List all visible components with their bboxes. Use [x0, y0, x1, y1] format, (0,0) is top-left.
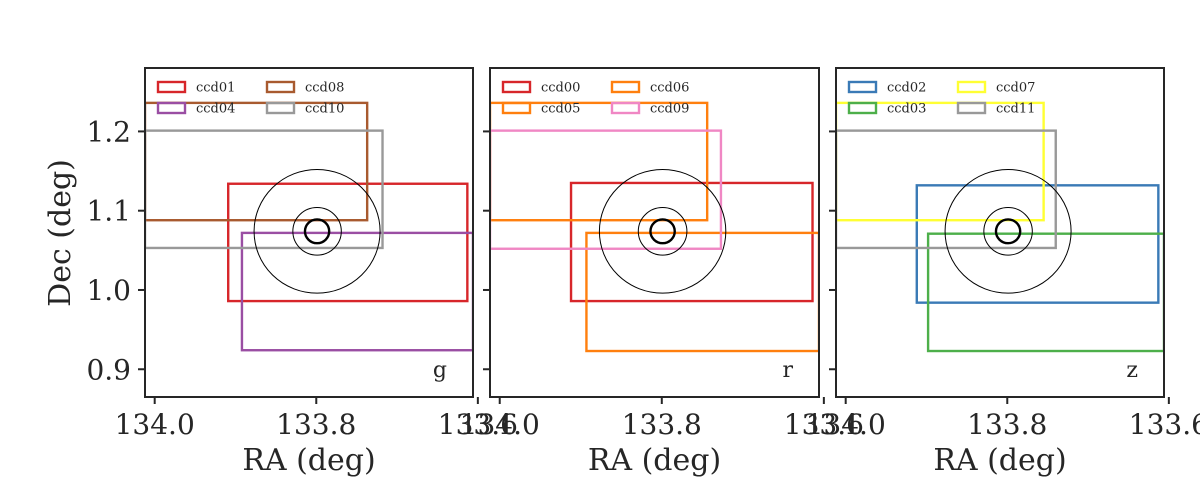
aperture-circle-1 — [983, 207, 1033, 256]
legend-swatch-ccd05 — [501, 101, 532, 115]
x-axis-label: RA (deg) — [588, 443, 721, 478]
ccd-footprint-ccd11 — [836, 129, 1057, 250]
legend-label: ccd00 — [541, 81, 580, 96]
ccd-footprint-ccd00 — [569, 181, 814, 303]
ccd-footprint-ccd04 — [240, 231, 473, 352]
x-tick-label: 133.6 — [1129, 408, 1200, 441]
aperture-circle-0 — [944, 168, 1072, 294]
band-label: g — [433, 358, 447, 383]
aperture-circle-0 — [598, 168, 727, 294]
aperture-circle-2 — [994, 218, 1022, 245]
x-axis-label: RA (deg) — [242, 443, 375, 478]
x-tick-label: 134.0 — [806, 408, 886, 441]
x-tick-label: 133.6 — [438, 408, 518, 441]
legend-label: ccd05 — [541, 102, 580, 117]
plot-area — [145, 101, 473, 352]
legend-swatch-ccd00 — [501, 80, 532, 94]
aperture-circle-1 — [292, 207, 342, 256]
legend-label: ccd04 — [196, 102, 235, 117]
legend-label: ccd01 — [196, 81, 235, 96]
panel-frame — [144, 67, 474, 398]
legend-swatch-ccd03 — [847, 101, 878, 115]
legend-swatch-ccd09 — [610, 101, 641, 115]
legend-swatch-ccd08 — [265, 80, 296, 94]
x-tick-label: 133.8 — [276, 408, 356, 441]
ccd-footprint-ccd09 — [490, 129, 723, 250]
legend-swatch-ccd10 — [265, 101, 296, 115]
y-tick-label: 1.0 — [86, 274, 131, 307]
y-tick-label: 1.2 — [86, 115, 131, 148]
aperture-circle-1 — [637, 207, 688, 256]
ccd-footprint-ccd08 — [145, 101, 369, 222]
legend: ccd01 ccd04 ccd08 ccd10 — [156, 80, 344, 117]
ccd-footprint-ccd07 — [836, 101, 1045, 222]
panel-frame — [489, 67, 820, 398]
legend-label: ccd10 — [305, 102, 344, 117]
y-tick-label: 1.1 — [86, 195, 131, 228]
ccd-footprint-ccd01 — [227, 182, 469, 303]
legend-swatch-ccd11 — [956, 101, 987, 115]
ccd-footprint-ccd02 — [915, 184, 1160, 304]
legend-swatch-ccd06 — [610, 80, 641, 94]
band-label: r — [782, 358, 793, 383]
legend-label: ccd07 — [996, 81, 1035, 96]
x-tick-label: 134.0 — [460, 408, 540, 441]
x-axis-label: RA (deg) — [933, 443, 1066, 478]
legend-label: ccd06 — [650, 81, 689, 96]
legend-label: ccd02 — [887, 81, 926, 96]
ccd-footprint-ccd06 — [585, 231, 819, 353]
aperture-circle-0 — [253, 168, 381, 294]
legend: ccd00 ccd05 ccd06 ccd09 — [501, 80, 689, 117]
legend-swatch-ccd04 — [156, 101, 187, 115]
legend-swatch-ccd02 — [847, 80, 878, 94]
aperture-circle-2 — [649, 218, 676, 245]
x-tick-label: 133.8 — [622, 408, 702, 441]
x-tick-label: 133.6 — [784, 408, 864, 441]
legend-swatch-ccd01 — [156, 80, 187, 94]
y-tick-label: 0.9 — [86, 353, 131, 386]
x-tick-label: 134.0 — [115, 408, 195, 441]
ccd-footprint-ccd05 — [490, 101, 709, 222]
band-label: z — [1126, 358, 1138, 383]
plot-area — [490, 101, 819, 353]
aperture-circle-2 — [303, 218, 331, 245]
legend: ccd02 ccd03 ccd07 ccd11 — [847, 80, 1035, 117]
y-axis-label: Dec (deg) — [43, 159, 78, 307]
x-tick-label: 133.8 — [967, 408, 1047, 441]
ccd-footprint-ccd10 — [145, 129, 384, 250]
legend-swatch-ccd07 — [956, 80, 987, 94]
legend-label: ccd09 — [650, 102, 689, 117]
legend-label: ccd11 — [996, 102, 1035, 117]
legend-label: ccd08 — [305, 81, 344, 96]
legend-label: ccd03 — [887, 102, 926, 117]
panel-frame — [835, 67, 1165, 398]
panel-g: 134.0 133.8 133.6 0.9 1.0 1.1 1.2 RA (deg) g ccd0… — [86, 67, 518, 478]
